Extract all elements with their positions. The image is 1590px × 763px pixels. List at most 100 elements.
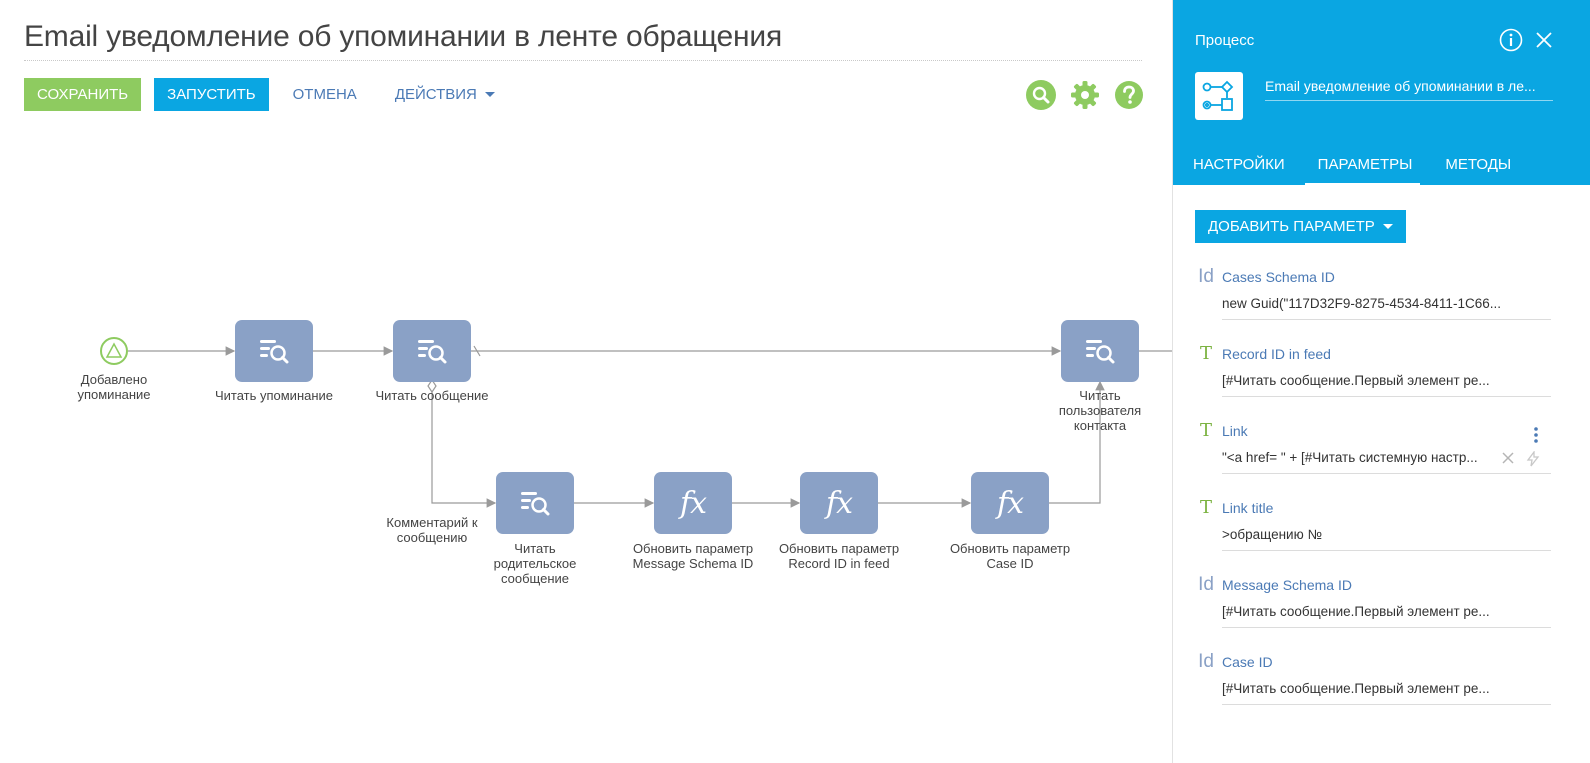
panel-tabs: НАСТРОЙКИ ПАРАМЕТРЫ МЕТОДЫ: [1193, 148, 1544, 187]
gear-icon[interactable]: [1070, 80, 1100, 110]
page-title: Email уведомление об упоминании в ленте …: [24, 20, 782, 53]
label-line: Комментарий к: [386, 515, 478, 530]
lightning-icon[interactable]: [1525, 450, 1541, 472]
triangle-signal-icon: [105, 342, 123, 358]
read-data-icon: [260, 340, 289, 364]
parameter-item: Id Message Schema ID [#Читать сообщение.…: [1195, 570, 1551, 647]
type-text-icon: T: [1199, 343, 1212, 364]
tab-settings[interactable]: НАСТРОЙКИ: [1193, 156, 1285, 173]
label-line: контакта: [1073, 418, 1127, 433]
info-icon[interactable]: [1499, 28, 1523, 52]
parameter-name[interactable]: Message Schema ID: [1222, 577, 1352, 593]
node-read-message[interactable]: [393, 320, 471, 382]
parameter-value[interactable]: [#Читать сообщение.Первый элемент ре...: [1222, 681, 1551, 705]
parameter-name[interactable]: Record ID in feed: [1222, 346, 1331, 362]
clear-icon[interactable]: [1501, 451, 1515, 470]
formula-icon: fx: [825, 485, 853, 521]
cancel-button[interactable]: ОТМЕНА: [281, 78, 369, 111]
parameter-value[interactable]: [#Читать сообщение.Первый элемент ре...: [1222, 604, 1551, 628]
parameter-value[interactable]: "<a href= " + [#Читать системную настр..…: [1222, 450, 1478, 465]
label-line: сообщение: [500, 571, 569, 586]
parameters-list: Id Cases Schema ID new Guid("117D32F9-82…: [1195, 262, 1551, 724]
read-data-icon: [418, 340, 447, 364]
label-line: Читать: [1079, 388, 1121, 403]
node-update-record-id-label: Обновить параметр Record ID in feed: [759, 541, 919, 571]
read-data-icon: [1086, 340, 1115, 364]
parameter-name[interactable]: Link: [1222, 423, 1248, 439]
label-line: Case ID: [986, 556, 1034, 571]
close-icon[interactable]: [1534, 30, 1554, 50]
label-line: пользователя: [1058, 403, 1142, 418]
panel-header: Процесс: [1173, 0, 1590, 187]
start-event-label-line-2: упоминание: [77, 387, 151, 402]
node-update-message-schema[interactable]: fx: [654, 472, 732, 534]
label-line: Читать: [514, 541, 556, 556]
parameter-value[interactable]: >обращению №: [1222, 527, 1551, 551]
flow-comment-label: Комментарий к сообщению: [372, 515, 492, 545]
toolbar: СОХРАНИТЬ ЗАПУСТИТЬ ОТМЕНА ДЕЙСТВИЯ: [24, 78, 507, 111]
parameter-name[interactable]: Cases Schema ID: [1222, 269, 1335, 285]
run-button[interactable]: ЗАПУСТИТЬ: [154, 78, 269, 111]
tab-methods[interactable]: МЕТОДЫ: [1445, 156, 1512, 173]
node-read-mention-label: Читать упоминание: [214, 388, 334, 403]
more-vertical-icon[interactable]: [1533, 426, 1539, 449]
node-update-message-schema-label: Обновить параметр Message Schema ID: [613, 541, 773, 571]
add-parameter-button[interactable]: ДОБАВИТЬ ПАРАМЕТР: [1195, 210, 1406, 243]
start-event-label: Добавлено упоминание: [54, 372, 174, 402]
parameter-item: Id Cases Schema ID new Guid("117D32F9-82…: [1195, 262, 1551, 339]
process-diagram: Добавлено упоминание Читать упоминание Ч…: [54, 320, 1172, 586]
formula-icon: fx: [996, 485, 1024, 521]
label-line: Обновить параметр: [949, 541, 1071, 556]
flow-comment-to-parent[interactable]: [431, 382, 497, 508]
node-read-contact-user-label: Читать пользователя контакта: [1040, 388, 1160, 433]
help-icon[interactable]: [1114, 80, 1144, 110]
parameter-item: Id Case ID [#Читать сообщение.Первый эле…: [1195, 647, 1551, 724]
formula-icon: fx: [679, 485, 707, 521]
node-read-contact-user[interactable]: [1061, 320, 1139, 382]
conditional-flow-diamond: [427, 378, 437, 394]
label-line: Обновить параметр: [778, 541, 900, 556]
designer-tools: [1026, 80, 1144, 110]
type-id-icon: Id: [1198, 266, 1214, 287]
node-read-message-label: Читать сообщение: [375, 388, 489, 403]
label-line: родительское: [493, 556, 577, 571]
type-text-icon: T: [1199, 420, 1212, 441]
node-update-record-id[interactable]: fx: [800, 472, 878, 534]
parameter-value-underline: [1222, 473, 1551, 474]
label-line: сообщению: [396, 530, 468, 545]
tab-parameters[interactable]: ПАРАМЕТРЫ: [1304, 148, 1421, 187]
actions-label: ДЕЙСТВИЯ: [394, 86, 477, 103]
process-properties-panel: Процесс: [1172, 0, 1590, 763]
process-name-field[interactable]: Email уведомление об упоминании в ле...: [1265, 78, 1553, 101]
node-update-case-id-label: Обновить параметр Case ID: [930, 541, 1090, 571]
node-update-case-id[interactable]: fx: [971, 472, 1049, 534]
node-read-parent-message[interactable]: [496, 472, 574, 534]
start-event-label-line-1: Добавлено: [80, 372, 148, 387]
actions-dropdown-button[interactable]: ДЕЙСТВИЯ: [383, 78, 507, 111]
read-data-icon: [521, 492, 550, 516]
label-line: Record ID in feed: [788, 556, 890, 571]
process-icon: [1195, 72, 1243, 120]
designer-area: Email уведомление об упоминании в ленте …: [24, 20, 1172, 586]
label-line: Обновить параметр: [632, 541, 754, 556]
title-divider: [24, 60, 1142, 61]
parameter-value[interactable]: [#Читать сообщение.Первый элемент ре...: [1222, 373, 1551, 397]
parameter-item-hovered: T Link "<a href= " + [#Читать системную …: [1195, 416, 1551, 493]
parameter-item: T Link title >обращению №: [1195, 493, 1551, 570]
panel-caption: Процесс: [1195, 32, 1255, 49]
flow-connections: [128, 345, 1172, 508]
caret-down-icon: [484, 92, 495, 97]
start-event-mention-added[interactable]: [100, 337, 128, 365]
label-line: Message Schema ID: [632, 556, 754, 571]
add-parameter-label: ДОБАВИТЬ ПАРАМЕТР: [1208, 218, 1375, 235]
type-id-icon: Id: [1198, 574, 1214, 595]
search-icon[interactable]: [1026, 80, 1056, 110]
flow-update-case-to-contact-user[interactable]: [1048, 380, 1105, 504]
type-id-icon: Id: [1198, 651, 1214, 672]
node-read-mention[interactable]: [235, 320, 313, 382]
parameter-name[interactable]: Link title: [1222, 500, 1274, 516]
parameter-value[interactable]: new Guid("117D32F9-8275-4534-8411-1C66..…: [1222, 296, 1551, 320]
parameter-name[interactable]: Case ID: [1222, 654, 1273, 670]
type-text-icon: T: [1199, 497, 1212, 518]
save-button[interactable]: СОХРАНИТЬ: [24, 78, 142, 111]
